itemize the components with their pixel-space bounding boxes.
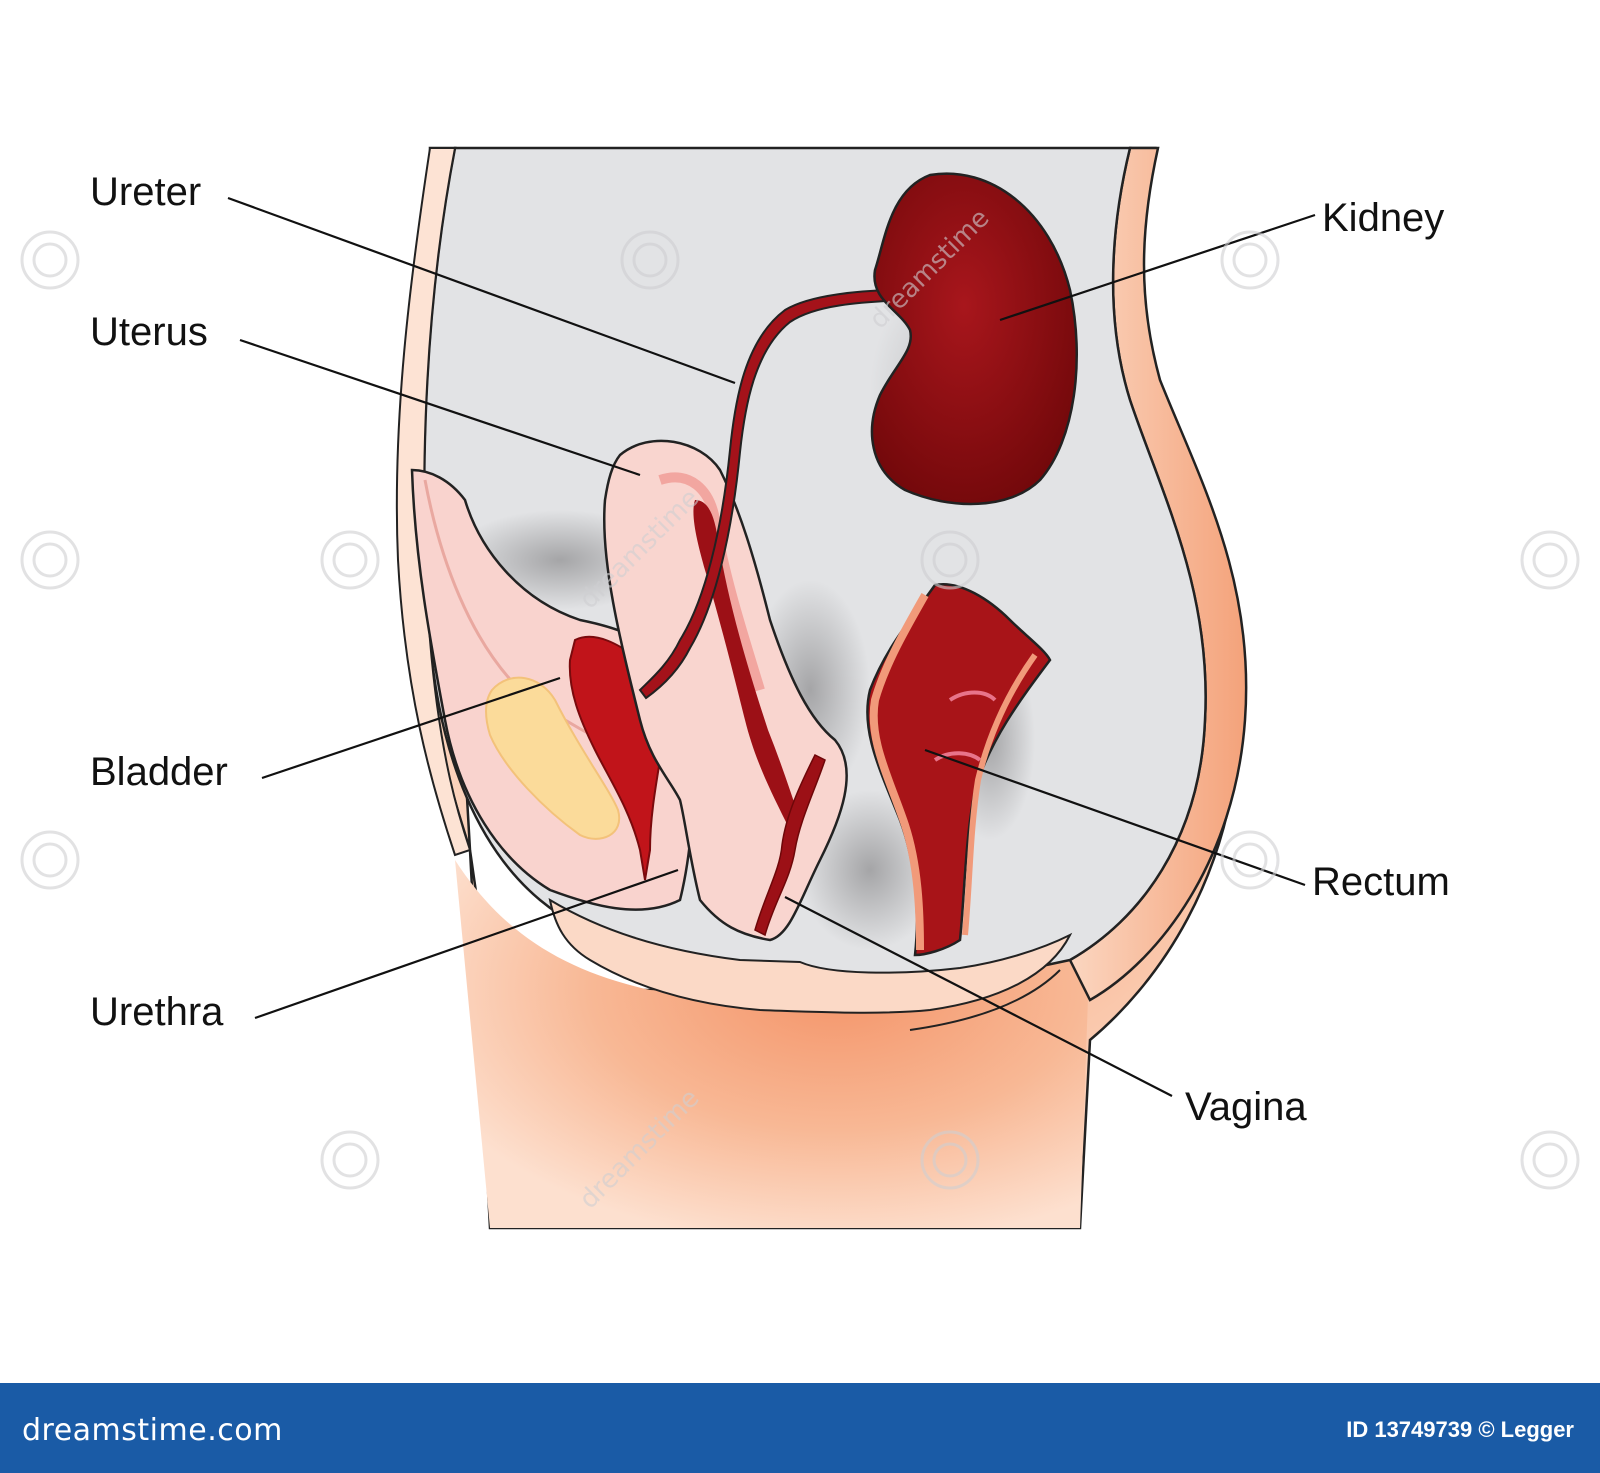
footer-bar: dreamstime.com ID 13749739 © Legger — [0, 1383, 1600, 1473]
uterine-cavity — [693, 500, 800, 830]
kidney — [870, 172, 1078, 506]
label-vagina: Vagina — [1185, 1085, 1307, 1129]
ureter-leader — [227, 196, 736, 385]
vagina-leader — [784, 896, 1173, 1097]
bladder-leader — [261, 676, 561, 780]
uterus-leader — [239, 338, 641, 477]
rectum-leader — [924, 748, 1306, 887]
leader-lines — [227, 196, 1316, 1097]
rectum-wall-right — [962, 653, 1038, 936]
vaginal-canal — [754, 753, 826, 937]
abdominal-wall — [395, 147, 472, 857]
label-rectum: Rectum — [1312, 860, 1450, 904]
watermark-swirls — [20, 230, 1580, 1190]
pubic-bone — [485, 676, 621, 840]
rectum-highlight — [933, 690, 997, 762]
label-ureter: Ureter — [90, 170, 202, 214]
footer-image-id: ID 13749739 © Legger — [1346, 1417, 1574, 1442]
label-kidney: Kidney — [1322, 196, 1445, 240]
pelvic-floor — [548, 897, 1073, 1014]
urethra-leader — [254, 868, 679, 1020]
kidney-leader — [999, 213, 1316, 322]
rectum-wall — [869, 593, 929, 951]
label-bladder: Bladder — [90, 750, 228, 794]
label-urethra: Urethra — [90, 990, 224, 1034]
lower-pelvis-skin — [455, 860, 1090, 1228]
ureter — [638, 288, 906, 700]
anatomy-diagram: dreamstime dreamstime dreamstime — [20, 146, 1580, 1230]
footer-brand[interactable]: dreamstime.com — [22, 1413, 283, 1448]
label-uterus: Uterus — [90, 310, 208, 354]
